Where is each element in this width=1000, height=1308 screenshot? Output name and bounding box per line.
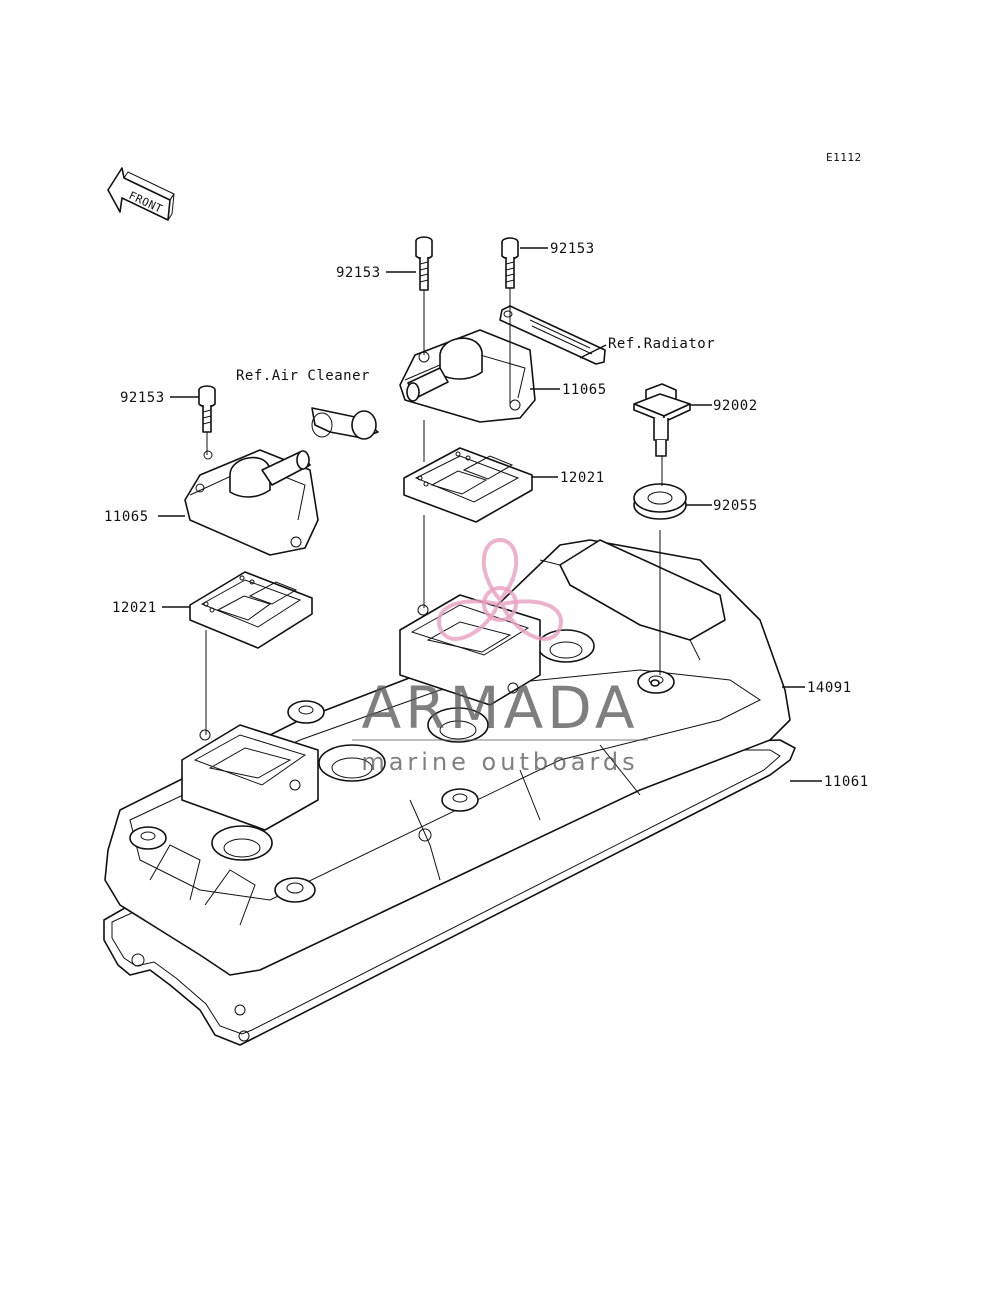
label-92002: 92002: [713, 398, 758, 414]
reed-valve-cover-left-11065: [184, 449, 319, 556]
reed-valve-cover-right-11065: [399, 329, 536, 423]
cylinder-head-cover-14091: [104, 539, 791, 1016]
reed-valve-left-12021: [189, 571, 313, 649]
reed-valve-right-12021: [403, 447, 533, 523]
label-92153-left: 92153: [120, 390, 165, 406]
label-92153-top-right: 92153: [550, 241, 595, 257]
callout-labels: 92153 92153 92153 Ref.Radiator Ref.Air C…: [104, 241, 869, 790]
armada-logo-icon: [437, 537, 563, 641]
diagram-code: E1112: [826, 151, 862, 164]
leader-lines: [158, 247, 822, 782]
bolt-92153-left: [198, 385, 216, 433]
label-ref-air-cleaner: Ref.Air Cleaner: [236, 368, 370, 384]
label-12021-left: 12021: [112, 600, 157, 616]
bolt-92002: [633, 383, 691, 457]
air-cleaner-hose: [311, 407, 379, 440]
watermark-tagline: marine outboards: [361, 748, 638, 776]
label-12021-right: 12021: [560, 470, 605, 486]
label-92153-top-mid: 92153: [336, 265, 381, 281]
bolt-92153-top-mid: [415, 236, 433, 291]
label-11065-right: 11065: [562, 382, 607, 398]
label-92055: 92055: [713, 498, 758, 514]
label-ref-radiator: Ref.Radiator: [608, 336, 715, 352]
watermark: ARMADA marine outboards: [352, 537, 648, 776]
watermark-brand: ARMADA: [361, 674, 638, 742]
label-11065-left: 11065: [104, 509, 149, 525]
bolt-92153-top-right: [501, 237, 519, 289]
label-14091: 14091: [807, 680, 852, 696]
seal-92055: [633, 483, 687, 520]
front-arrow-icon: FRONT: [107, 167, 175, 221]
label-11061: 11061: [824, 774, 869, 790]
